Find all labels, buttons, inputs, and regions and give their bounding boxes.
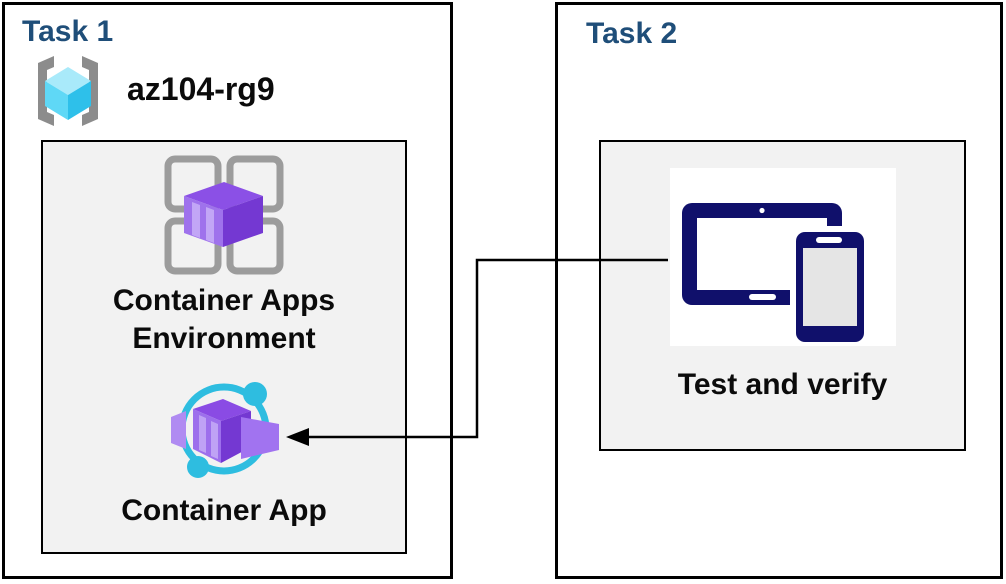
devices-icon-background <box>670 168 896 346</box>
task1-inner-panel: Container Apps Environment Container App <box>41 140 407 554</box>
resource-group-icon <box>38 56 98 126</box>
environment-label: Container Apps Environment <box>112 284 336 355</box>
verify-label: Test and verify <box>677 368 888 401</box>
resource-group-name: az104-rg9 <box>127 71 275 107</box>
devices-icon <box>682 203 870 346</box>
task1-title: Task 1 <box>22 15 114 48</box>
task2-title: Task 2 <box>586 17 678 50</box>
task2-inner-panel: Test and verify <box>599 140 966 451</box>
container-app-icon <box>171 382 279 478</box>
task2-box: Task 2 Test and verify <box>555 2 1003 579</box>
container-apps-environment-icon <box>164 155 284 275</box>
task1-box: Task 1 az104-rg9 <box>2 2 453 579</box>
container-app-label: Container App <box>121 494 327 527</box>
